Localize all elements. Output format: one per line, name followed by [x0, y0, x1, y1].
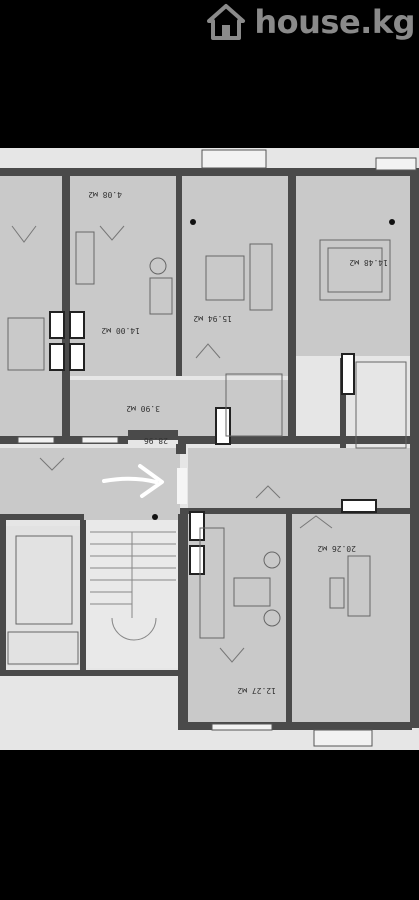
room-left-upper — [0, 176, 62, 441]
room-label: 15.94 м2 — [193, 314, 232, 323]
door-swings — [11, 225, 333, 663]
room-hall-right — [188, 448, 414, 508]
house-icon — [207, 4, 246, 40]
windows — [17, 149, 417, 747]
floor-plan: 4.08 м2 15.94 м2 14.00 м2 14.48 м2 12.27… — [0, 148, 419, 750]
room-label: 4.08 м2 — [88, 190, 122, 199]
watermark-text: house.kg — [254, 3, 415, 41]
room-label: 3.90 м2 — [126, 404, 160, 413]
room-label: 28.96 — [144, 436, 168, 445]
room-label: 14.48 м2 — [349, 258, 388, 267]
furniture — [7, 231, 407, 665]
elevator-shaft — [6, 526, 80, 666]
watermark: house.kg — [206, 0, 415, 44]
entry-arrow — [102, 464, 164, 498]
room-label: 20.26 м2 — [317, 544, 356, 553]
room-kitchen-left — [70, 176, 176, 376]
common-corridor — [0, 448, 180, 520]
walls — [0, 168, 419, 730]
room-label: 12.27 м2 — [237, 686, 276, 695]
stairs — [90, 531, 176, 641]
room-labels: 4.08 м2 15.94 м2 14.00 м2 14.48 м2 12.27… — [88, 190, 388, 695]
room-fills — [0, 176, 414, 724]
entry-door — [177, 468, 187, 504]
room-living-bottom — [292, 514, 412, 724]
floor-plan-drawing: 4.08 м2 15.94 м2 14.00 м2 14.48 м2 12.27… — [0, 149, 419, 747]
room-living-left — [180, 176, 288, 376]
room-hall-left — [70, 380, 288, 440]
room-label: 14.00 м2 — [101, 326, 140, 335]
room-bedroom-right — [296, 176, 414, 356]
columns — [152, 219, 395, 520]
